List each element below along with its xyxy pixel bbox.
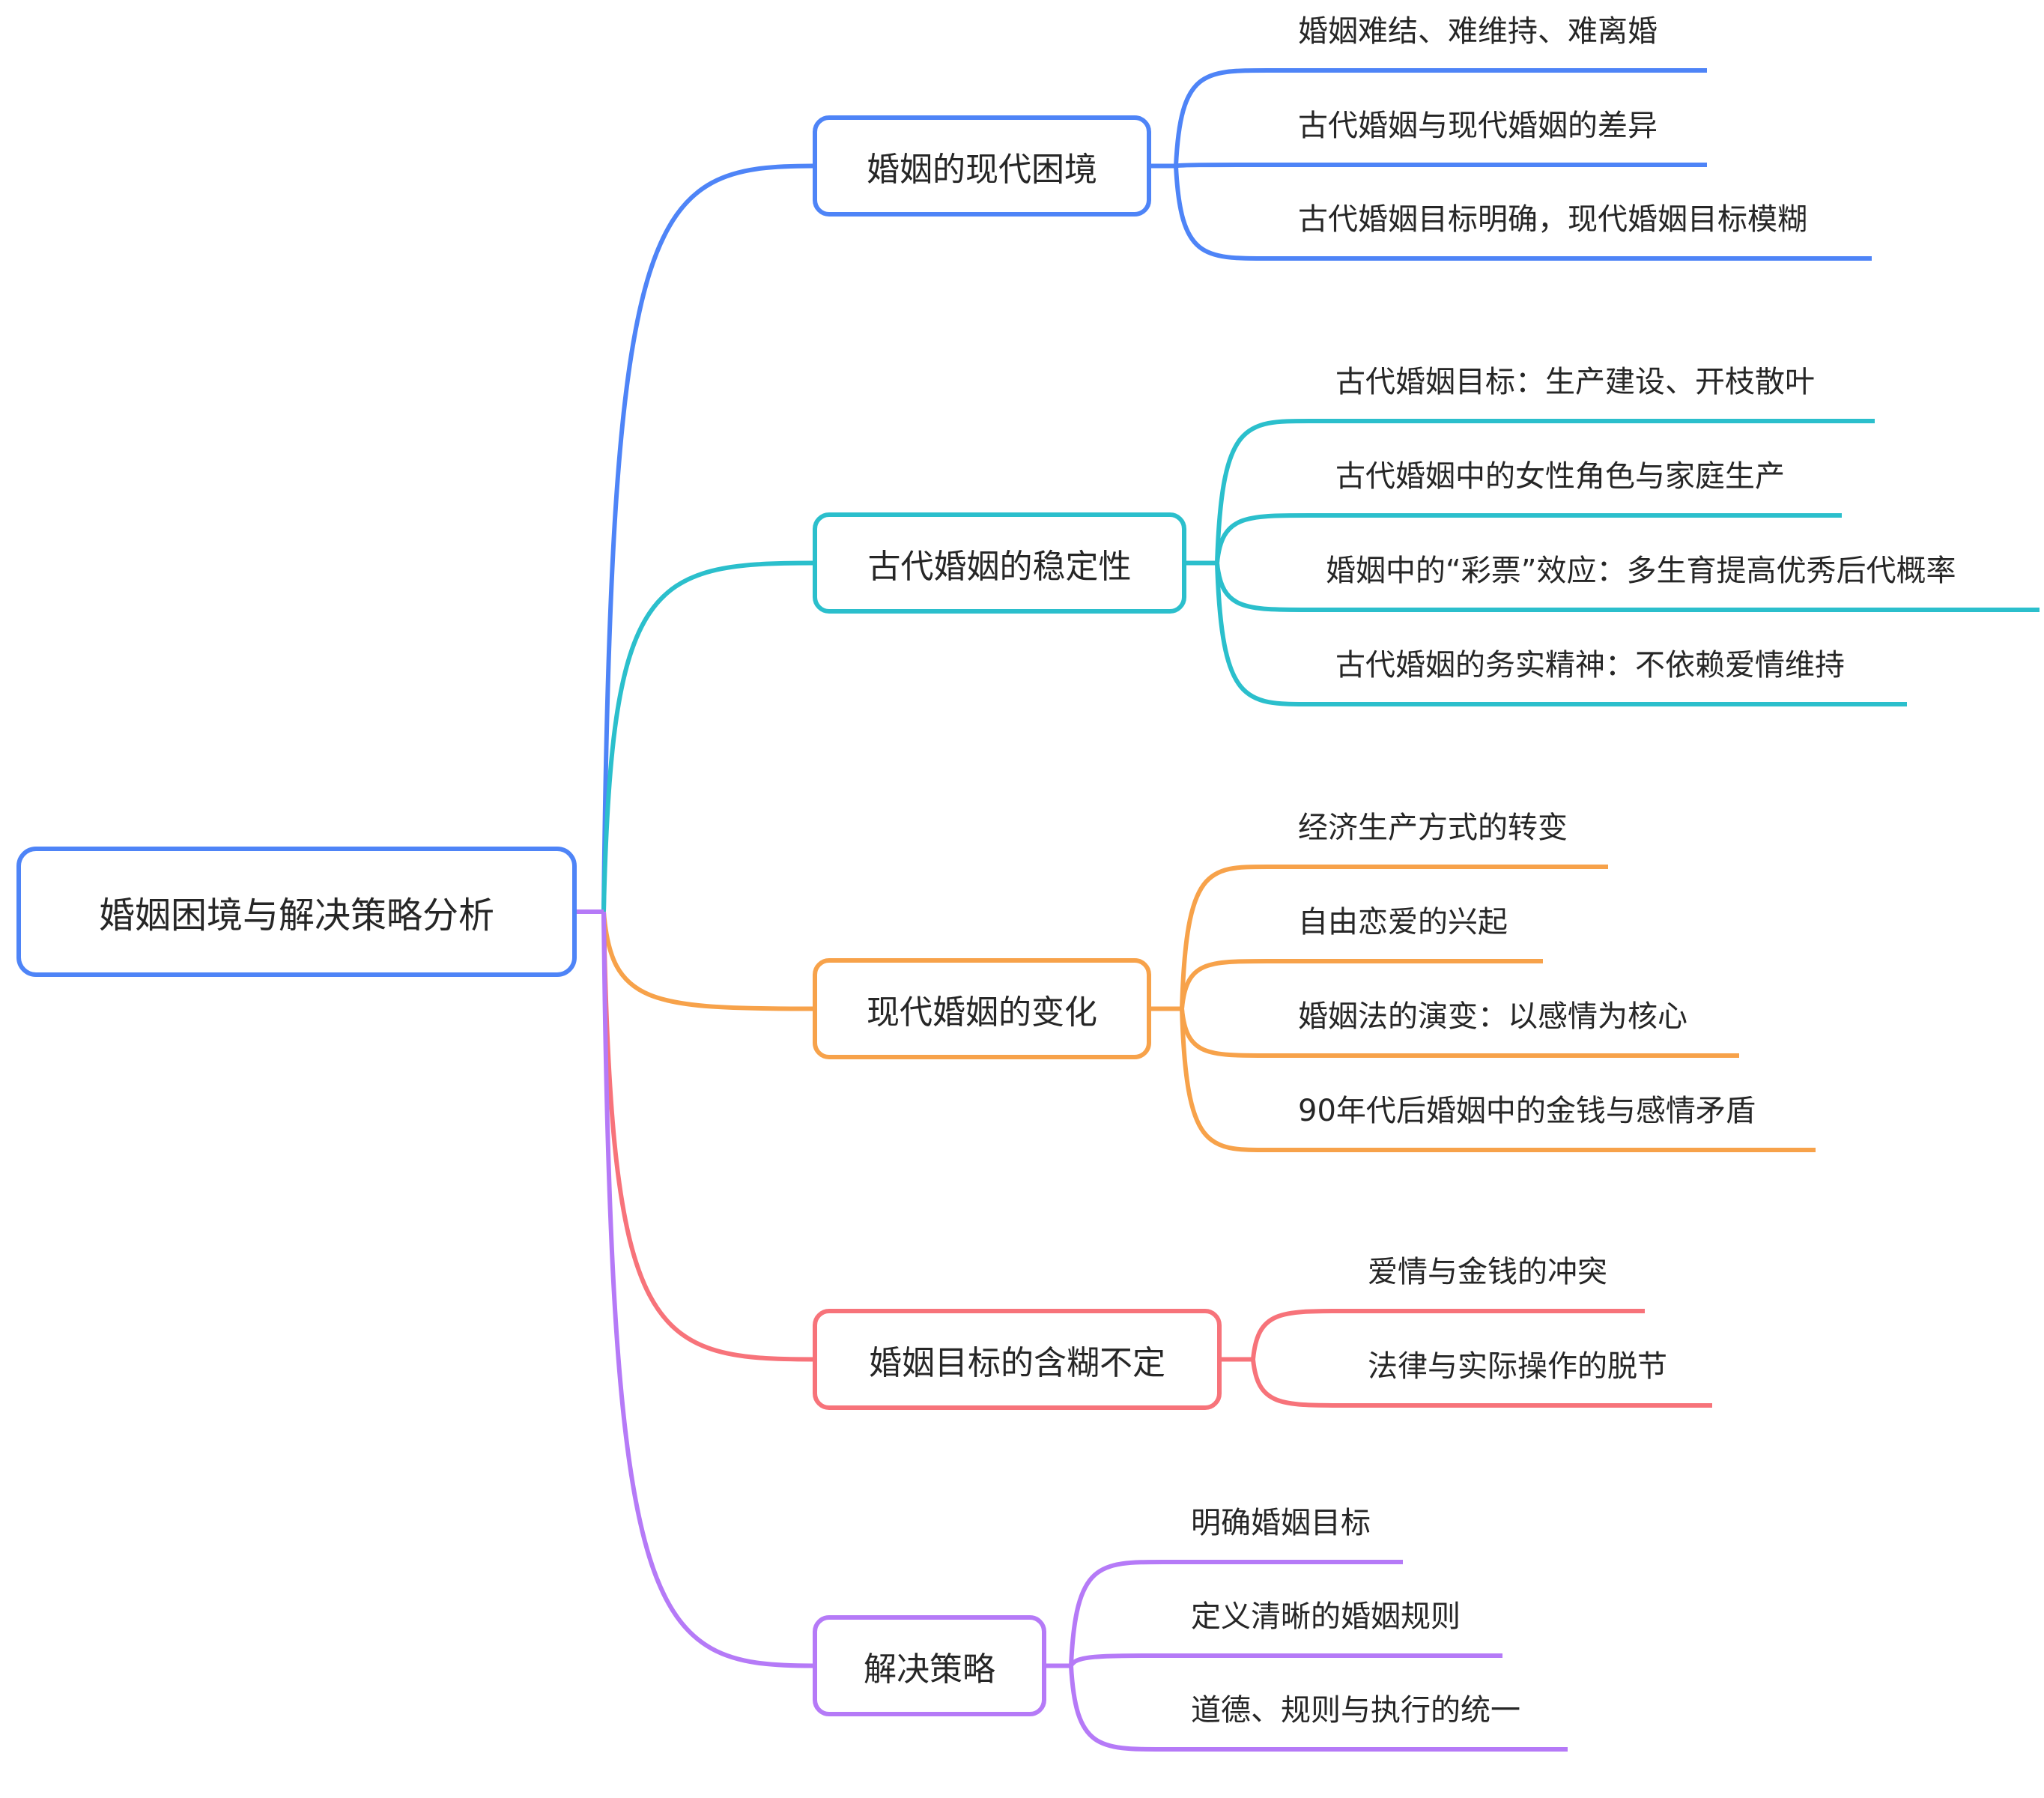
leaf-node[interactable]: 法律与实际操作的脱节 (1368, 1349, 1667, 1384)
leaf-connector (1069, 1665, 1568, 1752)
leaf-node[interactable]: 明确婚姻目标 (1191, 1506, 1371, 1540)
root-to-branch-connector (601, 163, 813, 912)
branch-node-label: 婚姻目标的含糊不定 (869, 1343, 1165, 1382)
leaf-connector (1215, 513, 1842, 563)
leaf-node[interactable]: 婚姻难结、难维持、难离婚 (1298, 14, 1658, 49)
leaf-node[interactable]: 古代婚姻中的女性角色与家庭生产 (1335, 459, 1785, 494)
leaf-connector (1215, 419, 1875, 563)
leaf-node[interactable]: 道德、规则与执行的统一 (1191, 1693, 1520, 1728)
leaf-connector (1174, 166, 1872, 261)
leaf-node[interactable]: 婚姻法的演变：以感情为核心 (1298, 999, 1687, 1034)
root-to-branch-connector (601, 911, 813, 1362)
leaf-node[interactable]: 古代婚姻目标明确，现代婚姻目标模糊 (1298, 202, 1807, 237)
leaf-connector (1069, 1560, 1403, 1666)
leaf-connector (1180, 1008, 1816, 1152)
root-to-branch-connector (601, 911, 813, 1011)
leaf-node[interactable]: 经济生产方式的转变 (1298, 811, 1568, 845)
leaf-connector (1175, 163, 1707, 169)
leaf-connector (1180, 865, 1608, 1009)
branch-node-label: 解决策略 (864, 1650, 995, 1689)
root-to-branch-connector (601, 560, 813, 912)
branch-node[interactable]: 现代婚姻的变化 (813, 958, 1151, 1059)
branch-node-label: 现代婚姻的变化 (867, 993, 1097, 1032)
leaf-node[interactable]: 90年代后婚姻中的金钱与感情矛盾 (1298, 1094, 1756, 1128)
leaf-connector (1069, 1653, 1502, 1668)
leaf-node[interactable]: 婚姻中的“彩票”效应：多生育提高优秀后代概率 (1326, 554, 1956, 588)
root-node-label: 婚姻困境与解决策略分析 (98, 895, 494, 936)
branch-node[interactable]: 古代婚姻的稳定性 (813, 512, 1186, 614)
branch-node[interactable]: 婚姻目标的含糊不定 (813, 1309, 1222, 1410)
root-to-branch-connector (601, 911, 813, 1668)
branch-node-label: 古代婚姻的稳定性 (867, 547, 1132, 586)
leaf-node[interactable]: 古代婚姻目标：生产建设、开枝散叶 (1335, 365, 1815, 399)
leaf-connector (1251, 1359, 1712, 1408)
root-node[interactable]: 婚姻困境与解决策略分析 (16, 847, 577, 977)
branch-node[interactable]: 婚姻的现代困境 (813, 115, 1151, 217)
branch-node[interactable]: 解决策略 (813, 1615, 1046, 1716)
leaf-connector (1174, 68, 1707, 166)
leaf-node[interactable]: 古代婚姻与现代婚姻的差异 (1298, 109, 1658, 143)
leaf-node[interactable]: 爱情与金钱的冲突 (1368, 1255, 1607, 1289)
leaf-connector (1251, 1309, 1645, 1360)
leaf-node[interactable]: 自由恋爱的兴起 (1298, 905, 1508, 939)
leaf-connector (1215, 563, 1907, 706)
leaf-node[interactable]: 定义清晰的婚姻规则 (1191, 1599, 1461, 1634)
leaf-node[interactable]: 古代婚姻的务实精神：不依赖爱情维持 (1335, 648, 1845, 682)
leaf-connector (1180, 959, 1543, 1009)
branch-node-label: 婚姻的现代困境 (867, 150, 1097, 189)
